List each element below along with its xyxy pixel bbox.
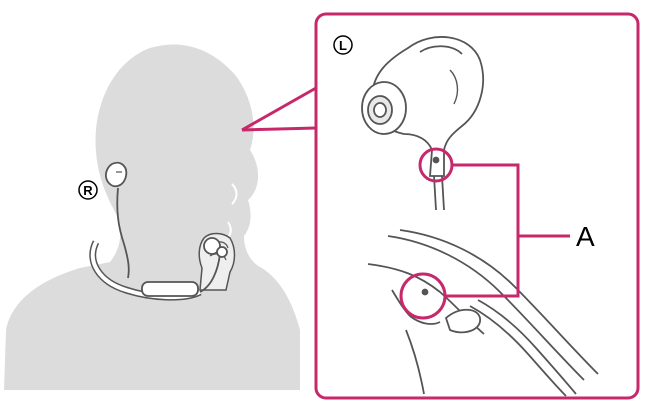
right-side-mark: R [83,183,93,198]
callout-label-a: A [576,221,595,252]
left-side-mark: L [339,38,347,53]
left-side-marker: L [334,36,352,54]
person-silhouette [4,44,300,390]
right-side-marker: R [79,181,97,199]
callout-leader [242,88,316,130]
